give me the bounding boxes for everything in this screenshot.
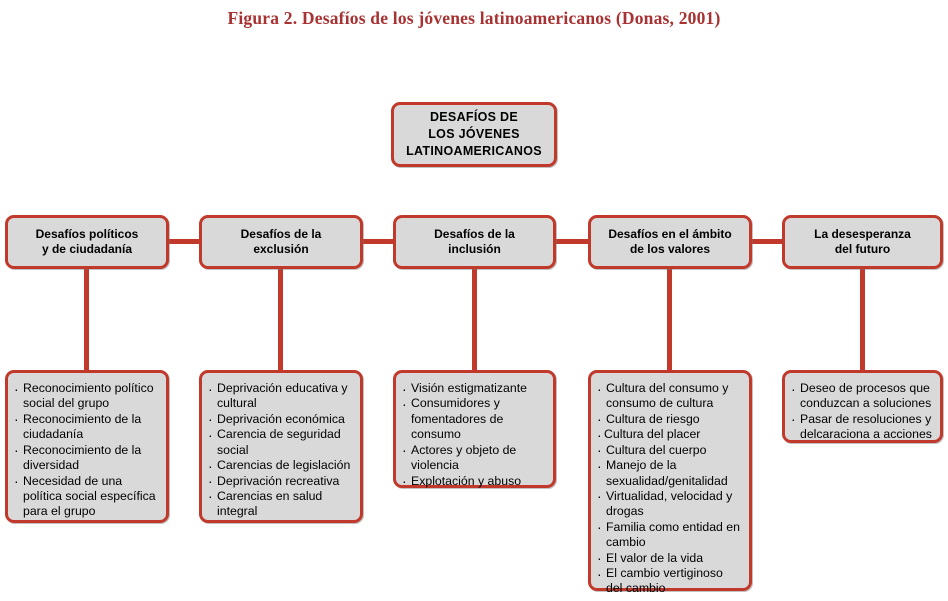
category-node-label: La desesperanza del futuro xyxy=(814,226,911,256)
detail-list-1: Deprivación educativa y culturalDeprivac… xyxy=(208,381,353,520)
detail-list-item: Consumidores y fomentadores de consumo xyxy=(402,396,546,442)
category-node-label: Desafíos de la exclusión xyxy=(240,226,322,256)
connector-horizontal-2 xyxy=(360,239,396,244)
detail-list-item: Pasar de resoluciones y delcaraciona a a… xyxy=(791,411,933,443)
connector-vertical-5 xyxy=(860,266,865,373)
detail-list-item: Explotación y abuso xyxy=(402,473,546,491)
detail-node-desafios-politicos: Reconocimiento político social del grupo… xyxy=(5,370,169,523)
detail-list-0: Reconocimiento político social del grupo… xyxy=(14,381,159,520)
detail-list-item: El cambio vertiginoso del cambio xyxy=(597,566,742,597)
detail-list-item: Carencia de seguridad social xyxy=(208,427,353,458)
root-node-label: DESAFÍOS DE LOS JÓVENES LATINOAMERICANOS xyxy=(406,110,542,158)
category-node-label: Desafíos de la inclusión xyxy=(434,226,515,256)
connector-horizontal-3 xyxy=(553,239,591,244)
connector-horizontal-1 xyxy=(166,239,202,244)
detail-list-item: Carencias en salud integral xyxy=(208,488,353,520)
detail-list-item: Actores y objeto de violencia xyxy=(402,442,546,474)
detail-list-item: Deprivación recreativa xyxy=(208,473,353,491)
detail-list-item: Cultura del placer xyxy=(597,427,742,445)
detail-list-item: Cultura del consumo y consumo de cultura xyxy=(597,381,742,412)
detail-list-item: Virtualidad, velocidad y drogas xyxy=(597,488,742,520)
category-node-desesperanza-futuro: La desesperanza del futuro xyxy=(782,215,943,269)
connector-vertical-2 xyxy=(278,266,283,373)
detail-node-desafios-exclusion: Deprivación educativa y culturalDeprivac… xyxy=(199,370,363,523)
detail-list-3: Cultura del consumo y consumo de cultura… xyxy=(597,381,742,597)
detail-list-item: Deprivación económica xyxy=(208,411,353,429)
root-node-desafios-jovenes-latinoamericanos: DESAFÍOS DE LOS JÓVENES LATINOAMERICANOS xyxy=(391,102,557,167)
connector-vertical-1 xyxy=(84,266,89,373)
detail-list-item: Deprivación educativa y cultural xyxy=(208,381,353,412)
detail-list-4: Deseo de procesos que conduzcan a soluci… xyxy=(791,381,933,443)
connector-horizontal-4 xyxy=(749,239,785,244)
detail-list-item: El valor de la vida xyxy=(597,550,742,568)
category-node-desafios-exclusion: Desafíos de la exclusión xyxy=(199,215,363,269)
page-title: Figura 2. Desafíos de los jóvenes latino… xyxy=(227,8,721,28)
detail-list-item: Reconocimiento de la diversidad xyxy=(14,442,159,474)
category-node-desafios-politicos: Desafíos políticos y de ciudadanía xyxy=(5,215,169,269)
category-node-label: Desafíos en el ámbito de los valores xyxy=(608,226,732,256)
detail-list-item: Deseo de procesos que conduzcan a soluci… xyxy=(791,381,933,412)
detail-list-item: Visión estigmatizante xyxy=(402,380,546,398)
detail-node-desafios-valores: Cultura del consumo y consumo de cultura… xyxy=(588,370,752,595)
connector-vertical-4 xyxy=(667,266,672,373)
detail-list-item: Cultura de riesgo xyxy=(597,411,742,429)
connector-vertical-3 xyxy=(472,266,477,373)
detail-node-desesperanza-futuro: Deseo de procesos que conduzcan a soluci… xyxy=(782,370,943,443)
detail-list-item: Carencias de legislación xyxy=(208,458,353,476)
detail-node-desafios-inclusion: Visión estigmatizanteConsumidores y fome… xyxy=(393,370,556,491)
detail-list-2: Visión estigmatizanteConsumidores y fome… xyxy=(402,380,546,491)
detail-list-item: Familia como entidad en cambio xyxy=(597,519,742,551)
detail-list-item: Manejo de la sexualidad/genitalidad xyxy=(597,458,742,489)
detail-list-item: Necesidad de una política social específ… xyxy=(14,473,159,520)
category-node-desafios-inclusion: Desafíos de la inclusión xyxy=(393,215,556,269)
category-node-desafios-valores: Desafíos en el ámbito de los valores xyxy=(588,215,752,269)
detail-list-item: Reconocimiento de la ciudadanía xyxy=(14,411,159,443)
category-node-label: Desafíos políticos y de ciudadanía xyxy=(35,226,139,256)
detail-list-item: Cultura del cuerpo xyxy=(597,442,742,460)
detail-list-item: Reconocimiento político social del grupo xyxy=(14,381,159,412)
